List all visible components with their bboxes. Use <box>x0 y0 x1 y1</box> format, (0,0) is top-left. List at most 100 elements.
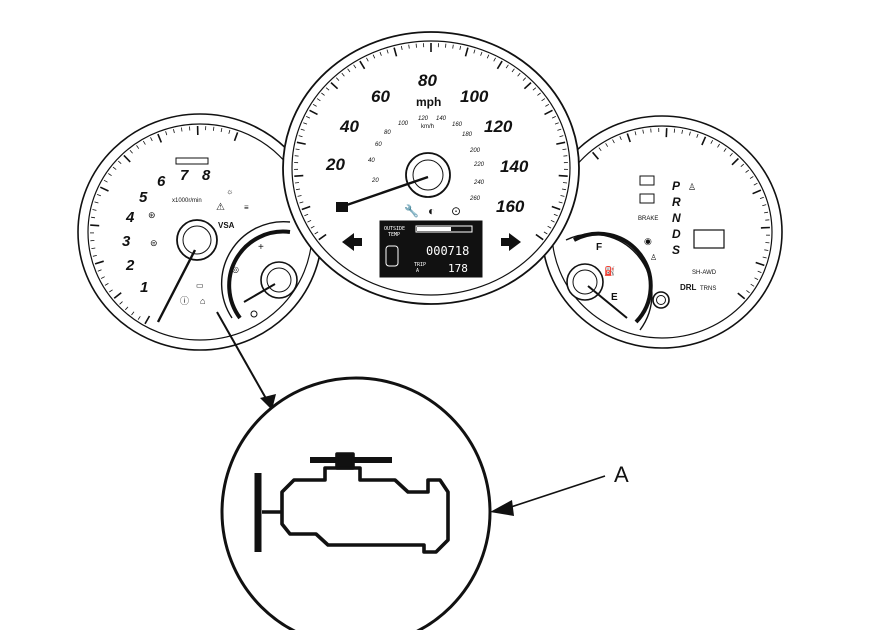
brake-warning-icon: ⓘ <box>180 296 189 306</box>
tick-mark <box>522 77 526 81</box>
tick-mark <box>740 163 745 168</box>
tick-mark <box>642 129 644 134</box>
tick-mark <box>298 135 303 138</box>
speedo-hub <box>405 152 451 198</box>
tick-mark <box>558 174 568 177</box>
tick-mark <box>299 201 304 204</box>
tick-mark <box>737 292 746 300</box>
tick-mark <box>307 219 312 223</box>
tick-mark <box>762 204 767 207</box>
seatbelt-icon: ⊛ <box>148 210 156 220</box>
tick-mark <box>717 143 720 148</box>
tick-mark <box>96 194 102 197</box>
tick-mark <box>296 188 301 191</box>
drl-label: DRL <box>680 283 697 292</box>
fog-icon: ≡ <box>244 203 249 212</box>
tick-mark <box>560 195 565 197</box>
kmh-260: 260 <box>469 196 481 202</box>
tick-mark <box>321 92 325 96</box>
callout: A <box>216 311 629 630</box>
tick-mark <box>517 72 521 77</box>
lights-icon: ☼ <box>226 187 233 196</box>
lcd-trip-label: TRIP <box>414 262 426 268</box>
tick-mark <box>91 247 96 249</box>
tick-mark <box>561 188 566 191</box>
tach-number-4: 4 <box>125 209 135 226</box>
kmh-180: 180 <box>462 132 473 138</box>
headlight-icon: ◐ <box>428 204 435 218</box>
tick-mark <box>372 54 376 59</box>
speedo-zero-block <box>336 202 348 212</box>
tick-mark <box>316 98 321 102</box>
tick-mark <box>118 160 122 164</box>
tick-mark <box>113 292 122 299</box>
tick-mark <box>547 225 552 229</box>
gear-letter-n: N <box>672 211 681 225</box>
tick-mark <box>220 128 223 133</box>
unit-mph: mph <box>416 95 441 109</box>
tick-mark <box>213 126 215 131</box>
lcd-outside-temp-label: OUTSIDE <box>384 226 405 232</box>
callout-a-arrowhead <box>490 500 514 516</box>
tick-mark <box>119 301 123 305</box>
tick-mark <box>551 116 556 119</box>
tach-number-2: 2 <box>125 257 135 274</box>
lcd-trip-a: A <box>416 268 419 274</box>
tick-mark <box>605 143 609 147</box>
tick-mark <box>537 92 541 96</box>
tick-mark <box>306 116 311 119</box>
tick-mark <box>496 60 503 70</box>
tick-mark <box>673 128 676 133</box>
tick-mark <box>90 224 100 227</box>
battery-icon: ▭ <box>196 281 204 290</box>
gear-letter-d: D <box>672 227 681 241</box>
tick-mark <box>359 60 366 70</box>
tick-mark <box>757 270 762 273</box>
tick-mark <box>486 54 490 59</box>
tick-mark <box>97 269 102 272</box>
tick-mark <box>112 166 117 170</box>
tick-mark <box>228 129 231 134</box>
tick-mark <box>347 68 351 73</box>
tick-mark <box>318 233 327 241</box>
tick-mark <box>393 47 398 57</box>
tick-mark <box>129 149 133 154</box>
tick-mark <box>550 219 555 223</box>
tick-mark <box>91 216 96 219</box>
tick-mark <box>142 140 146 145</box>
tick-mark <box>103 179 108 183</box>
tick-mark <box>353 64 357 69</box>
tick-mark <box>165 131 168 136</box>
tick-mark <box>532 87 537 91</box>
trip-reset-knob <box>652 291 670 309</box>
tick-mark <box>544 109 553 116</box>
tick-mark <box>400 45 403 50</box>
tick-mark <box>310 225 315 229</box>
kmh-240: 240 <box>473 180 485 186</box>
brake-label: BRAKE <box>638 216 658 222</box>
tick-mark <box>157 133 163 143</box>
tach-number-1: 1 <box>140 279 148 296</box>
lcd-trip-value: 178 <box>448 262 468 275</box>
kmh-160: 160 <box>452 122 463 128</box>
kmh-80: 80 <box>384 130 391 136</box>
fuel-gear-gauge: F E ⛽ P R N D S BRAKE DRL SH-AWD TRNS ♙ … <box>541 115 783 349</box>
tick-mark <box>553 213 558 217</box>
tick-mark <box>109 289 113 293</box>
tick-mark <box>591 151 600 160</box>
tick-mark <box>366 57 369 62</box>
tick-mark <box>297 195 302 197</box>
kmh-120: 120 <box>418 116 429 122</box>
vsa-label: VSA <box>218 221 235 230</box>
temp-plus-label: + <box>258 242 264 253</box>
tick-mark <box>330 82 339 90</box>
tick-mark <box>296 141 306 145</box>
gear-display-box <box>693 229 725 249</box>
trans-label: TRNS <box>700 286 716 292</box>
mph-40: 40 <box>339 117 359 136</box>
tick-mark <box>336 77 340 81</box>
tick-mark <box>341 72 345 77</box>
tick-mark <box>554 122 559 125</box>
callout-label-a: A <box>614 462 629 487</box>
tick-mark <box>710 140 714 144</box>
